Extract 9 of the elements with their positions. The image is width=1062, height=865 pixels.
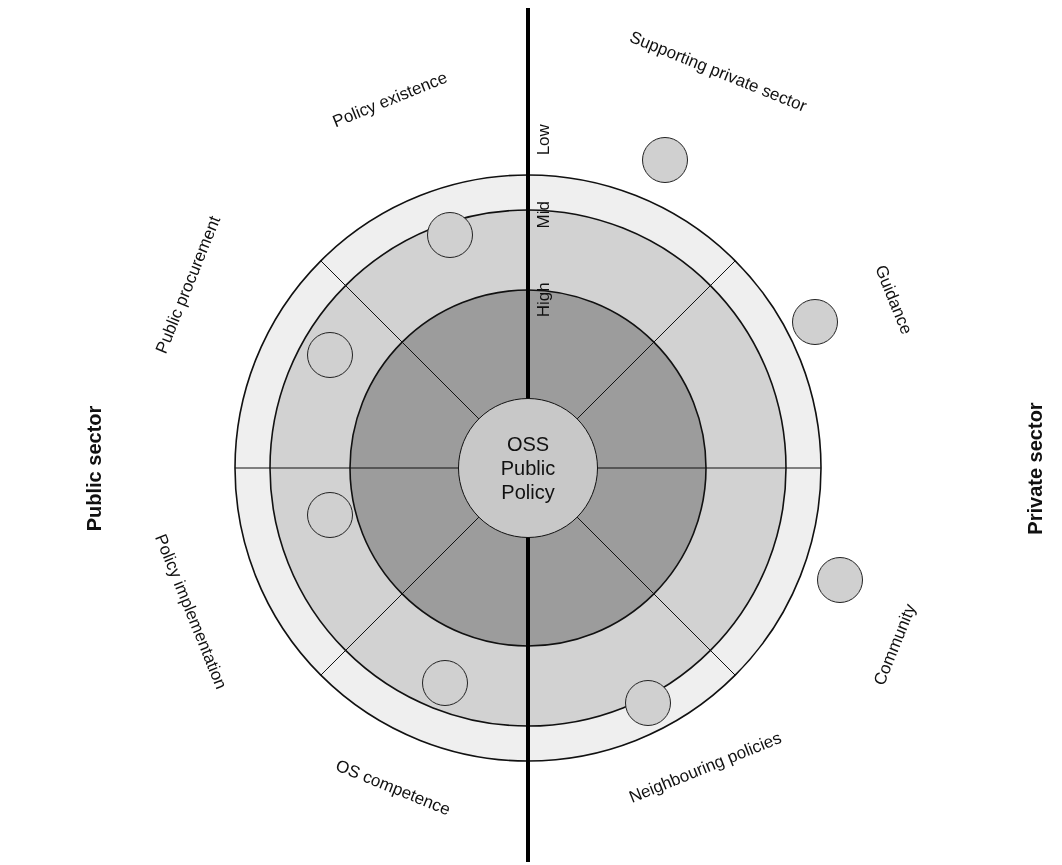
level-label: High [533, 282, 553, 318]
marker-circle [792, 299, 838, 345]
side-heading: Private sector [1023, 401, 1047, 535]
center-label: OSS Public Policy [499, 432, 557, 504]
level-label: Low [533, 124, 553, 156]
level-label: Mid [533, 201, 553, 229]
marker-circle [817, 557, 863, 603]
side-heading: Public sector [83, 405, 107, 531]
marker-circle [642, 137, 688, 183]
